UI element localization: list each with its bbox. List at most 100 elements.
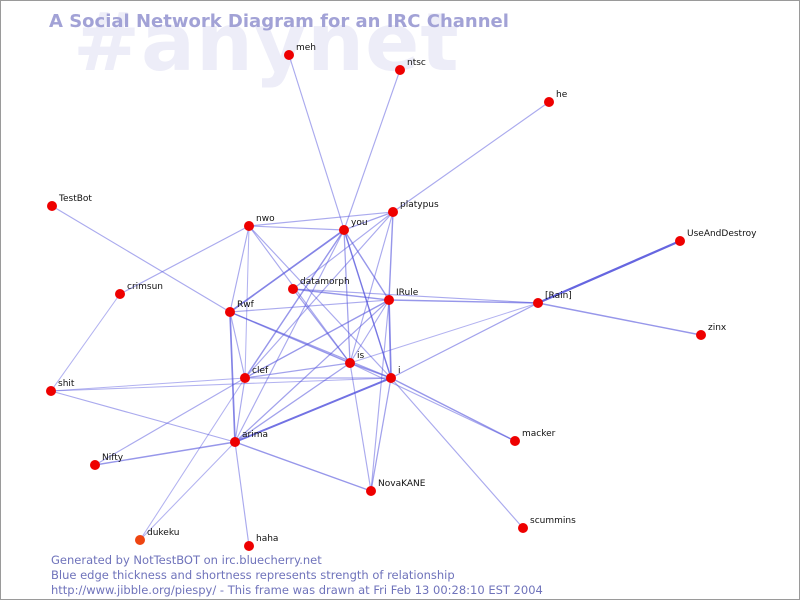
node-TestBot[interactable]: TestBot	[47, 194, 92, 211]
node-label: NovaKANE	[378, 479, 426, 489]
node-zinx[interactable]: zinx	[696, 323, 727, 340]
edge-i-scummins	[390, 377, 524, 529]
node-you[interactable]: you	[339, 218, 368, 235]
node-dot[interactable]	[533, 298, 543, 308]
edge-IRule-clef	[244, 299, 390, 379]
edge-i-NovaKANE	[370, 377, 392, 492]
edge-platypus-is	[349, 211, 394, 364]
node-dot[interactable]	[366, 486, 376, 496]
edge-Rwf-arima	[229, 311, 236, 443]
edge-ntsc-you	[343, 69, 401, 231]
node-dot[interactable]	[339, 225, 349, 235]
edge-you-platypus	[343, 211, 394, 231]
node-dot[interactable]	[386, 373, 396, 383]
node-arima[interactable]: arima	[230, 430, 268, 447]
edge-IRule-i	[388, 299, 392, 379]
node-dot[interactable]	[240, 373, 250, 383]
edge-is-arima	[234, 362, 351, 443]
node-dot[interactable]	[544, 97, 554, 107]
node-crimsun[interactable]: crimsun	[115, 282, 163, 299]
node-label: meh	[296, 43, 316, 53]
node-label: [Rain]	[545, 291, 572, 301]
edge-UseAndDestroy-Rain	[536, 239, 682, 305]
edge-IRule-arima	[234, 299, 390, 443]
node-datamorph[interactable]: datamorph	[288, 277, 350, 294]
node-dot[interactable]	[230, 437, 240, 447]
node-dot[interactable]	[345, 358, 355, 368]
footer-source-link[interactable]: http://www.jibble.org/piespy/ - This fra…	[51, 583, 543, 597]
edge-you-Rwf	[229, 229, 345, 313]
edge-you-IRule	[343, 229, 390, 301]
node-platypus[interactable]: platypus	[388, 200, 439, 217]
edge-i-macker	[390, 377, 516, 442]
node-is[interactable]: is	[345, 351, 365, 368]
node-label: he	[556, 90, 568, 100]
edge-datamorph-IRule	[292, 288, 390, 301]
node-NovaKANE[interactable]: NovaKANE	[366, 479, 426, 496]
edge-arima-shit	[50, 390, 236, 443]
node-label: clef	[252, 366, 269, 376]
node-IRule[interactable]: IRule	[384, 288, 419, 305]
node-dot[interactable]	[115, 289, 125, 299]
node-dot[interactable]	[225, 307, 235, 317]
edge-i-arima	[234, 377, 392, 443]
edge-Rain-i	[390, 302, 539, 379]
node-dot[interactable]	[90, 460, 100, 470]
edge-crimsun-nwo	[119, 225, 250, 295]
node-dot[interactable]	[47, 201, 57, 211]
edge-datamorph-Rain	[292, 288, 539, 304]
footer-generated-by: Generated by NotTestBOT on irc.bluecherr…	[51, 553, 322, 567]
node-dot[interactable]	[244, 221, 254, 231]
node-dukeku[interactable]: dukeku	[135, 528, 179, 545]
edge-you-is	[343, 229, 351, 364]
node-he[interactable]: he	[544, 90, 568, 107]
node-label: is	[357, 351, 365, 361]
node-label: i	[398, 366, 401, 376]
node-Rwf[interactable]: Rwf	[225, 300, 255, 317]
node-dot[interactable]	[135, 535, 145, 545]
node-dot[interactable]	[384, 295, 394, 305]
node-label: macker	[522, 429, 556, 439]
node-clef[interactable]: clef	[240, 366, 269, 383]
node-dot[interactable]	[388, 207, 398, 217]
node-label: scummins	[530, 516, 576, 526]
node-label: arima	[242, 430, 268, 440]
channel-watermark: #anynet	[73, 0, 460, 89]
node-dot[interactable]	[696, 330, 706, 340]
node-shit[interactable]: shit	[46, 379, 75, 396]
node-Nifty[interactable]: Nifty	[90, 453, 124, 470]
edge-shit-clef	[50, 377, 246, 392]
edge-layer	[50, 54, 702, 547]
node-haha[interactable]: haha	[244, 534, 278, 551]
node-dot[interactable]	[675, 236, 685, 246]
edge-arima-dukeku	[139, 441, 236, 541]
edge-TestBot-Rwf	[51, 205, 231, 313]
node-nwo[interactable]: nwo	[244, 214, 275, 231]
edge-you-i	[343, 229, 392, 379]
edge-nwo-Rwf	[229, 225, 250, 313]
node-dot[interactable]	[395, 65, 405, 75]
node-label: crimsun	[127, 282, 163, 292]
edge-platypus-clef	[244, 211, 394, 379]
node-Rain[interactable]: [Rain]	[533, 291, 572, 308]
node-dot[interactable]	[244, 541, 254, 551]
node-dot[interactable]	[518, 523, 528, 533]
node-dot[interactable]	[46, 386, 56, 396]
node-ntsc[interactable]: ntsc	[395, 58, 426, 75]
edge-clef-dukeku	[139, 377, 246, 541]
node-label: TestBot	[58, 194, 92, 204]
node-label: IRule	[396, 288, 419, 298]
node-i[interactable]: i	[386, 366, 401, 383]
node-dot[interactable]	[288, 284, 298, 294]
node-label: haha	[256, 534, 278, 544]
node-meh[interactable]: meh	[284, 43, 316, 60]
node-macker[interactable]: macker	[510, 429, 556, 446]
node-dot[interactable]	[284, 50, 294, 60]
edge-platypus-IRule	[388, 211, 394, 301]
node-dot[interactable]	[510, 436, 520, 446]
edge-is-clef	[244, 362, 351, 379]
node-UseAndDestroy[interactable]: UseAndDestroy	[675, 229, 757, 246]
node-scummins[interactable]: scummins	[518, 516, 576, 533]
